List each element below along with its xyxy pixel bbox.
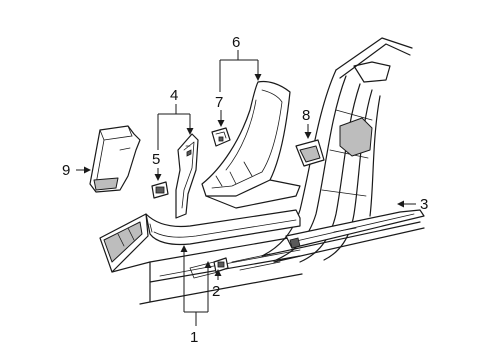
part-9-kick-panel <box>89 125 141 193</box>
part-2-fastener <box>213 257 229 273</box>
part-6-pillar-trim <box>201 80 301 209</box>
part-7-clip <box>211 127 231 147</box>
callout-5: 5 <box>152 151 160 168</box>
callout-6: 6 <box>232 34 240 51</box>
callout-9: 9 <box>62 162 70 179</box>
part-3-rocker-molding <box>285 209 425 249</box>
body-pillar-structure <box>261 37 425 263</box>
callout-4: 4 <box>170 87 178 104</box>
callout-1: 1 <box>190 329 198 346</box>
callout-2: 2 <box>212 283 220 300</box>
leader-lines <box>76 50 416 326</box>
callout-8: 8 <box>302 107 310 124</box>
callout-7: 7 <box>215 94 223 111</box>
part-5-retainer <box>151 181 169 199</box>
callout-3: 3 <box>420 196 428 213</box>
part-8-trim-piece <box>295 139 325 167</box>
part-1-sill-plate <box>99 209 303 305</box>
part-4-lower-pillar-trim <box>175 133 199 219</box>
